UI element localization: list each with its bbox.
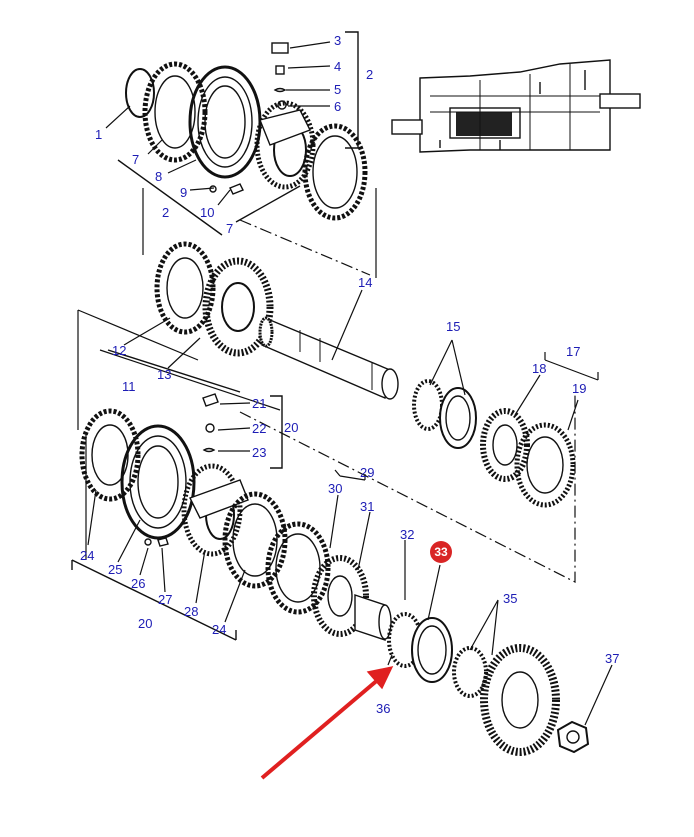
gear-7-icon xyxy=(142,61,208,163)
gear-24-icon xyxy=(79,408,141,502)
label-part-4[interactable]: 4 xyxy=(334,59,342,74)
label-part-12[interactable]: 12 xyxy=(112,343,127,358)
label-part-15[interactable]: 15 xyxy=(446,319,461,334)
gear-13-icon xyxy=(202,257,274,357)
label-part-2b[interactable]: 2 xyxy=(162,205,170,220)
label-part-17[interactable]: 17 xyxy=(566,344,581,359)
bearing-33-36-icon xyxy=(387,612,453,683)
label-part-9[interactable]: 9 xyxy=(180,185,188,200)
label-part-27[interactable]: 27 xyxy=(158,592,173,607)
label-part-24a[interactable]: 24 xyxy=(80,548,95,563)
label-part-13[interactable]: 13 xyxy=(157,367,172,382)
highlight-badge-part-33[interactable]: 33 xyxy=(430,541,452,563)
bearing-15-icon xyxy=(412,379,477,449)
hub-28-icon xyxy=(181,463,249,557)
label-part-6[interactable]: 6 xyxy=(334,99,342,114)
label-part-23[interactable]: 23 xyxy=(252,445,267,460)
label-part-18[interactable]: 18 xyxy=(532,361,547,376)
bush-32-icon xyxy=(354,594,392,641)
label-part-28[interactable]: 28 xyxy=(184,604,199,619)
label-part-35[interactable]: 35 xyxy=(503,591,518,606)
label-part-36[interactable]: 36 xyxy=(376,701,391,716)
synchro-ring-25-icon xyxy=(120,424,196,540)
label-part-8[interactable]: 8 xyxy=(155,169,163,184)
label-part-7a[interactable]: 7 xyxy=(132,152,140,167)
label-part-10[interactable]: 10 xyxy=(200,205,215,220)
label-part-29[interactable]: 29 xyxy=(360,465,375,480)
label-part-7b[interactable]: 7 xyxy=(226,221,234,236)
synchro-ring-12-icon xyxy=(154,241,216,335)
detent-parts-21-23-icon xyxy=(202,393,219,453)
label-part-37[interactable]: 37 xyxy=(605,651,620,666)
pins-26-27-icon xyxy=(144,537,169,547)
label-part-19[interactable]: 19 xyxy=(572,381,587,396)
label-part-30[interactable]: 30 xyxy=(328,481,343,496)
nut-37-icon xyxy=(556,720,590,754)
synchro-ring-8-icon xyxy=(188,65,262,179)
output-gear-icon xyxy=(480,644,560,756)
label-part-22[interactable]: 22 xyxy=(252,421,267,436)
transmission-inset-icon xyxy=(391,59,641,153)
label-part-14[interactable]: 14 xyxy=(358,275,373,290)
ring-1-icon xyxy=(125,68,155,118)
label-part-26[interactable]: 26 xyxy=(131,576,146,591)
label-part-21[interactable]: 21 xyxy=(252,396,267,411)
red-arrow-icon xyxy=(260,666,394,780)
label-part-2[interactable]: 2 xyxy=(366,67,374,82)
hub-6-icon xyxy=(254,100,316,190)
gear-7b-icon xyxy=(302,123,368,221)
detent-parts-3-6-icon xyxy=(209,42,289,195)
label-part-25[interactable]: 25 xyxy=(108,562,123,577)
label-part-1[interactable]: 1 xyxy=(95,127,103,142)
mainshaft-14-icon xyxy=(258,316,399,400)
synchro-ring-19-icon xyxy=(514,422,576,508)
gear-18-icon xyxy=(480,408,530,482)
label-part-5[interactable]: 5 xyxy=(334,82,342,97)
label-part-20b[interactable]: 20 xyxy=(138,616,153,631)
label-part-24b[interactable]: 24 xyxy=(212,622,227,637)
label-part-3[interactable]: 3 xyxy=(334,33,342,48)
label-part-20a[interactable]: 20 xyxy=(284,420,299,435)
label-part-31[interactable]: 31 xyxy=(360,499,375,514)
label-part-11[interactable]: 11 xyxy=(122,379,136,394)
label-part-32[interactable]: 32 xyxy=(400,527,415,542)
bearing-35-icon xyxy=(452,646,488,698)
gear-31-icon xyxy=(311,555,369,637)
